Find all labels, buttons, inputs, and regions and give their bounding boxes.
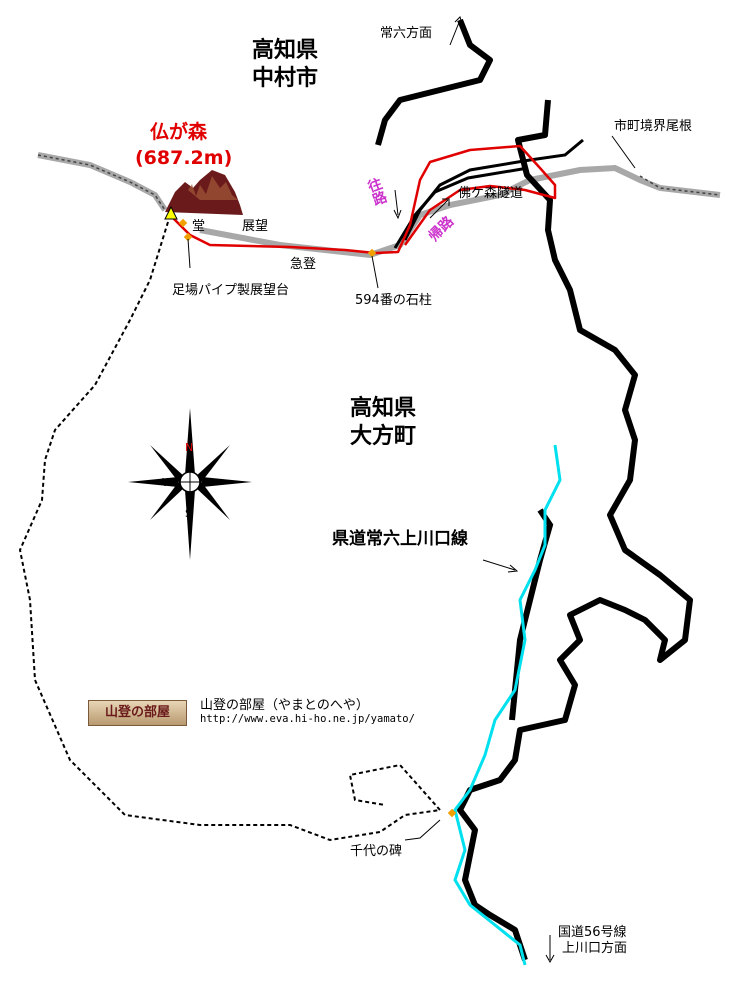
site-name: 山登の部屋（やまとのへや） — [200, 698, 369, 713]
waypoint-marker-icon — [178, 218, 457, 818]
compass-north: N — [185, 441, 194, 454]
leader-lines — [187, 16, 636, 964]
national-road-label-2: 上川口方面 — [562, 941, 628, 956]
tunnel-label: 佛ケ森隧道 — [458, 186, 524, 201]
viewpoint-label: 展望 — [242, 219, 269, 234]
main-road — [375, 18, 693, 961]
prefectural-road-label: 県道常六上川口線 — [332, 529, 468, 549]
national-road-label-1: 国道56号線 — [558, 925, 627, 940]
steep-climb-label: 急登 — [290, 257, 317, 272]
compass-rose-icon — [128, 408, 252, 560]
compass-east: E — [206, 476, 213, 489]
hiking-route — [169, 144, 557, 255]
dotted-trail-loop — [348, 763, 441, 811]
hall-label: 堂 — [192, 219, 206, 234]
peak-elevation: (687.2m) — [135, 147, 233, 169]
scaffold-viewpoint-label: 足場パイプ製展望台 — [172, 283, 290, 298]
jokoku-direction-label: 常六方面 — [380, 26, 433, 41]
mountain-icon — [165, 170, 243, 215]
peak-name: 仏が森 — [150, 121, 208, 143]
compass-west: W — [162, 476, 173, 489]
site-logo: 山登の部屋 — [88, 700, 187, 726]
compass-south: S — [185, 507, 192, 520]
city-label-2: 大方町 — [350, 424, 417, 449]
stone-pillar-label: 594番の石柱 — [355, 293, 432, 308]
river — [453, 444, 562, 966]
site-url: http://www.eva.hi-ho.ne.jp/yamato/ — [200, 713, 415, 725]
border-ridge-label: 市町境界尾根 — [614, 119, 693, 134]
dotted-trail — [18, 221, 441, 842]
city-label-1: 中村市 — [252, 66, 319, 91]
summit-triangle-icon — [164, 205, 178, 220]
prefecture-label-2: 高知県 — [350, 396, 417, 421]
prefecture-label-1: 高知県 — [252, 38, 319, 63]
monument-label: 千代の碑 — [350, 844, 403, 859]
